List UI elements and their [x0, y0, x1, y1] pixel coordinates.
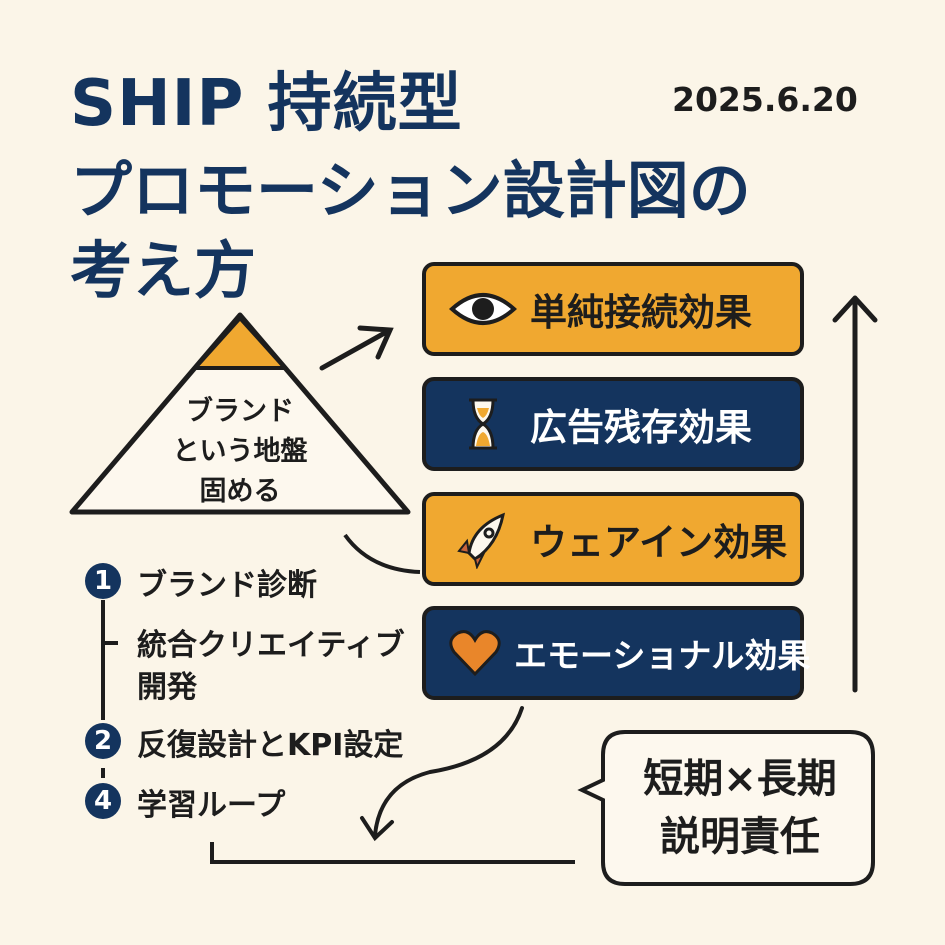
step-number-1: 1	[85, 563, 121, 599]
step-2-label-line1: 統合クリエイティブ	[137, 628, 405, 663]
heart-icon	[448, 623, 502, 683]
step-4-label: 学習ループ	[137, 788, 286, 823]
effect-label: ウェアイン効果	[530, 521, 788, 564]
curve-to-wearin	[343, 533, 421, 574]
effect-ad-carryover: 広告残存効果	[422, 377, 804, 471]
pyramid-text: ブランド という地盤 固める	[140, 392, 340, 512]
title-line-1: SHIP 持続型	[70, 67, 463, 141]
effect-wear-in: ウェアイン効果	[422, 492, 804, 586]
bottom-line	[210, 842, 575, 864]
speech-bubble-text: 短期×長期 説明責任	[620, 750, 860, 866]
pyramid-top	[193, 316, 287, 370]
effect-emotional: エモーショナル効果	[422, 606, 810, 700]
rocket-icon	[448, 509, 518, 569]
pyramid-line-2: という地盤	[172, 436, 308, 467]
bubble-line-1: 短期×長期	[643, 756, 837, 802]
effect-mere-exposure: 単純接続効果	[422, 262, 804, 356]
pyramid-line-1: ブランド	[186, 396, 294, 427]
hourglass-icon	[448, 394, 518, 454]
eye-icon	[448, 279, 518, 339]
bubble-line-2: 説明責任	[660, 814, 820, 860]
title-line-3: 考え方	[70, 234, 257, 307]
steps-line	[101, 600, 118, 778]
pyramid	[69, 312, 411, 515]
arrow-to-effects	[319, 325, 394, 371]
step-2-label-line2: 開発	[137, 670, 197, 705]
step-number-2: 2	[85, 723, 121, 759]
step-number-4: 4	[85, 783, 121, 819]
up-arrow	[832, 295, 878, 693]
date: 2025.6.20	[672, 80, 858, 119]
pyramid-line-3: 固める	[199, 476, 281, 507]
effect-label: 単純接続効果	[530, 291, 752, 334]
speech-bubble	[577, 730, 875, 886]
step-3-label: 反復設計とKPI設定	[137, 728, 404, 763]
title-line-2: プロモーション設計図の	[70, 154, 751, 227]
step-1-label: ブランド診断	[137, 568, 317, 603]
loop-curve	[360, 706, 524, 842]
effect-label: エモーショナル効果	[514, 636, 811, 675]
effect-label: 広告残存効果	[530, 406, 752, 449]
